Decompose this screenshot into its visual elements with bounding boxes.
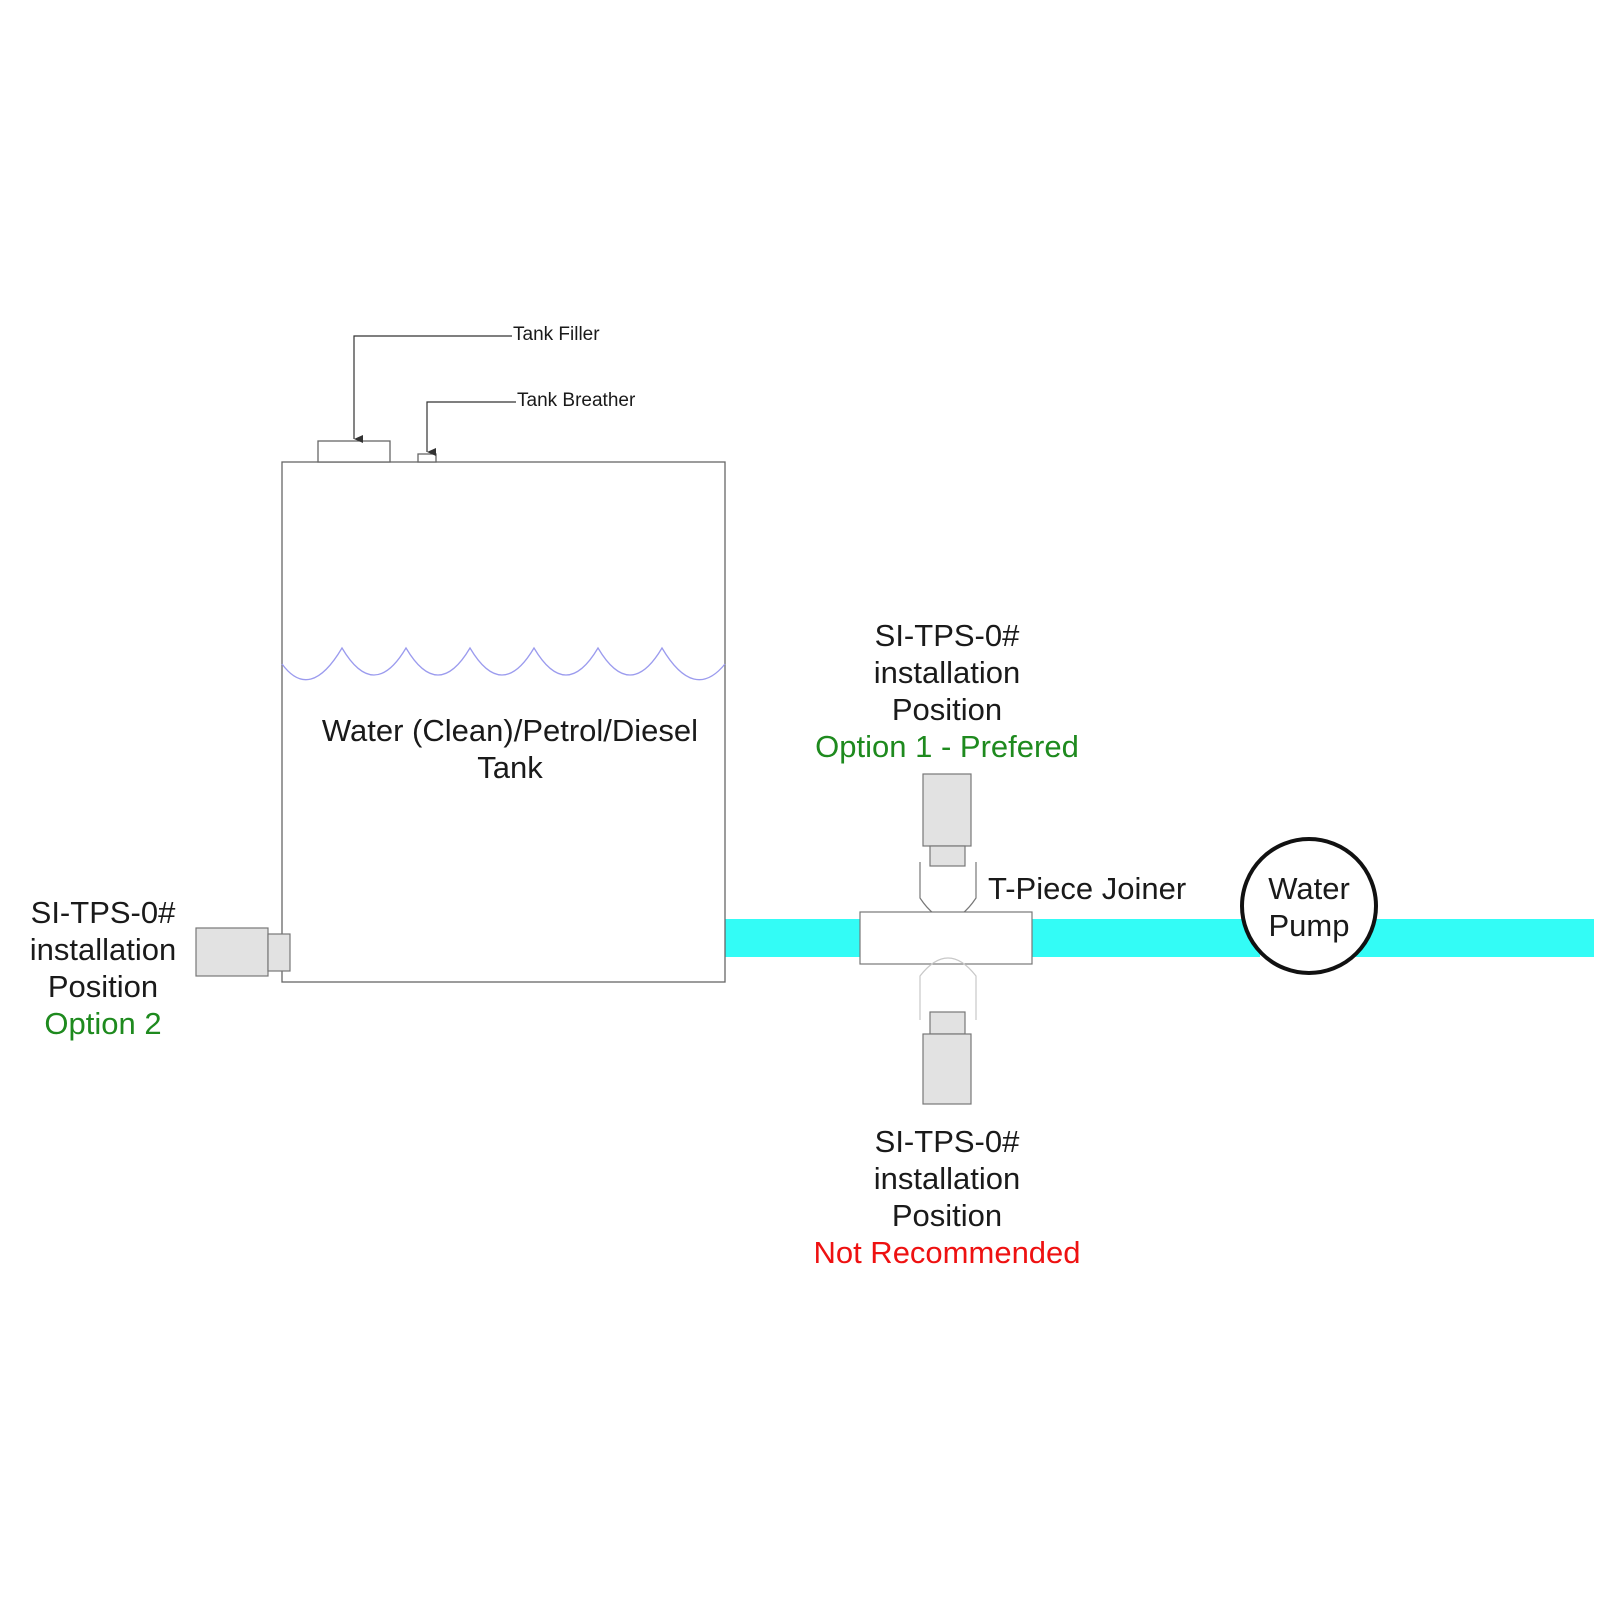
tank-filler-leader (353, 335, 512, 443)
water-pump-line2: Pump (1268, 908, 1350, 943)
sensor-option1-label: SI-TPS-0# installation Position Option 1… (797, 617, 1097, 765)
tank-filler-label: Tank Filler (513, 324, 600, 345)
tank-body (281, 461, 726, 983)
tpiece-lower-branch (919, 957, 977, 1020)
sensor-option1-line2: installation (873, 655, 1021, 690)
tpiece-label: T-Piece Joiner (988, 871, 1187, 906)
tpiece-upper-branch (919, 862, 977, 920)
sensor-bottom-model: SI-TPS-0# (874, 1124, 1020, 1159)
sensor-option1-model: SI-TPS-0# (874, 618, 1020, 653)
water-surface-line (281, 646, 726, 681)
tank-label-line2: Tank (477, 750, 543, 785)
sensor-option1-option: Option 1 - Prefered (815, 729, 1079, 764)
tank-label-line1: Water (Clean)/Petrol/Diesel (321, 713, 699, 748)
pipe-tee-to-pump (1030, 919, 1260, 957)
sensor-bottom-line2: installation (873, 1161, 1021, 1196)
sensor-option2-line3: Position (47, 969, 159, 1004)
sensor-option2-model: SI-TPS-0# (30, 895, 176, 930)
sensor-option2-option: Option 2 (44, 1006, 162, 1041)
sensor-option2-line2: installation (29, 932, 177, 967)
sensor-bottom-body (922, 1033, 972, 1105)
water-pump-line1: Water (1268, 871, 1350, 906)
tank-filler-cap (317, 440, 391, 463)
sensor-option2-label: SI-TPS-0# installation Position Option 2 (10, 894, 196, 1042)
sensor-bottom-line3: Position (891, 1198, 1003, 1233)
pipe-pump-outlet (1350, 919, 1594, 957)
tank-breather-leader (426, 401, 516, 456)
sensor-bottom-option: Not Recommended (813, 1235, 1081, 1270)
sensor-bottom-thread (929, 1011, 966, 1035)
tpiece-body (859, 911, 1033, 965)
sensor-option1-line3: Position (891, 692, 1003, 727)
water-pump-label: Water Pump (1239, 870, 1379, 944)
pipe-tank-to-tee (720, 919, 860, 957)
water-pump-circle (1240, 837, 1378, 975)
tank-breather-label: Tank Breather (517, 390, 636, 411)
sensor-option2-body (195, 927, 269, 977)
tank-breather-cap (417, 453, 437, 463)
sensor-bottom-label: SI-TPS-0# installation Position Not Reco… (797, 1123, 1097, 1271)
sensor-option1-body (922, 773, 972, 847)
sensor-option2-thread (267, 933, 291, 972)
sensor-option1-thread (929, 845, 966, 867)
tank-label: Water (Clean)/Petrol/Diesel Tank (310, 712, 710, 786)
